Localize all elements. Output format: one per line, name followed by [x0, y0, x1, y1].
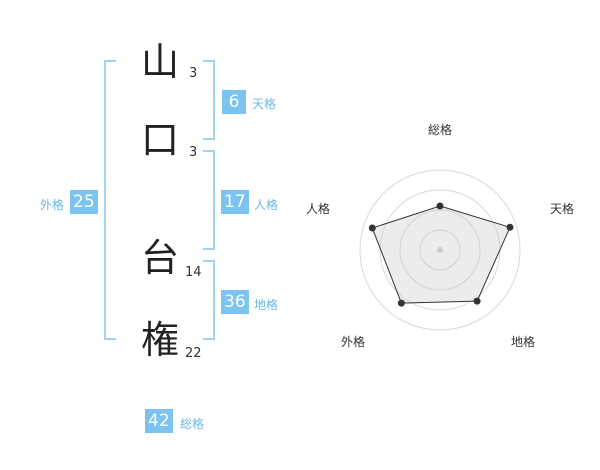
radar-data-points [368, 202, 514, 307]
name-char-2: 口 [140, 118, 179, 162]
stroke-count-4: 22 [185, 346, 202, 361]
chikaku-label: 地格 [254, 298, 279, 312]
radar-data-area [371, 205, 511, 304]
radar-center-dot [437, 247, 443, 253]
gaikaku-bracket [104, 60, 116, 340]
jinkaku-label: 人格 [254, 198, 279, 212]
tenkaku-bracket [203, 60, 215, 140]
gaikaku-badge: 25 [70, 190, 98, 214]
radar-grid-ring [419, 229, 461, 271]
chikaku-bracket [203, 260, 215, 340]
radar-axis-label-gaikaku: 外格 [341, 334, 365, 349]
radar-data-point [473, 297, 481, 305]
stroke-count-2: 3 [189, 145, 198, 160]
name-char-3: 台 [140, 236, 179, 280]
jinkaku-bracket [203, 150, 215, 250]
name-char-1: 山 [140, 40, 179, 84]
radar-axis-label-soukaku: 総格 [428, 122, 452, 137]
soukaku-badge: 42 [145, 409, 173, 433]
radar-data-point [397, 299, 405, 307]
jinkaku-badge: 17 [221, 190, 249, 214]
stroke-count-1: 3 [189, 66, 198, 81]
soukaku-label: 総格 [180, 417, 205, 431]
radar-data-point [506, 223, 514, 231]
radar-data-point [436, 202, 444, 210]
radar-data-point [368, 224, 376, 232]
tenkaku-badge: 6 [222, 90, 246, 114]
chikaku-badge: 36 [221, 290, 249, 314]
radar-axis-label-jinkaku: 人格 [306, 201, 330, 216]
radar-axis-label-chikaku: 地格 [511, 334, 535, 349]
stroke-count-3: 14 [185, 265, 202, 280]
gaikaku-label: 外格 [40, 198, 65, 212]
radar-axis-label-tenkaku: 天格 [550, 201, 574, 216]
name-char-4: 権 [140, 318, 179, 362]
radar-grid-ring [359, 169, 521, 331]
radar-grid-ring [399, 209, 481, 291]
tenkaku-label: 天格 [252, 97, 277, 111]
